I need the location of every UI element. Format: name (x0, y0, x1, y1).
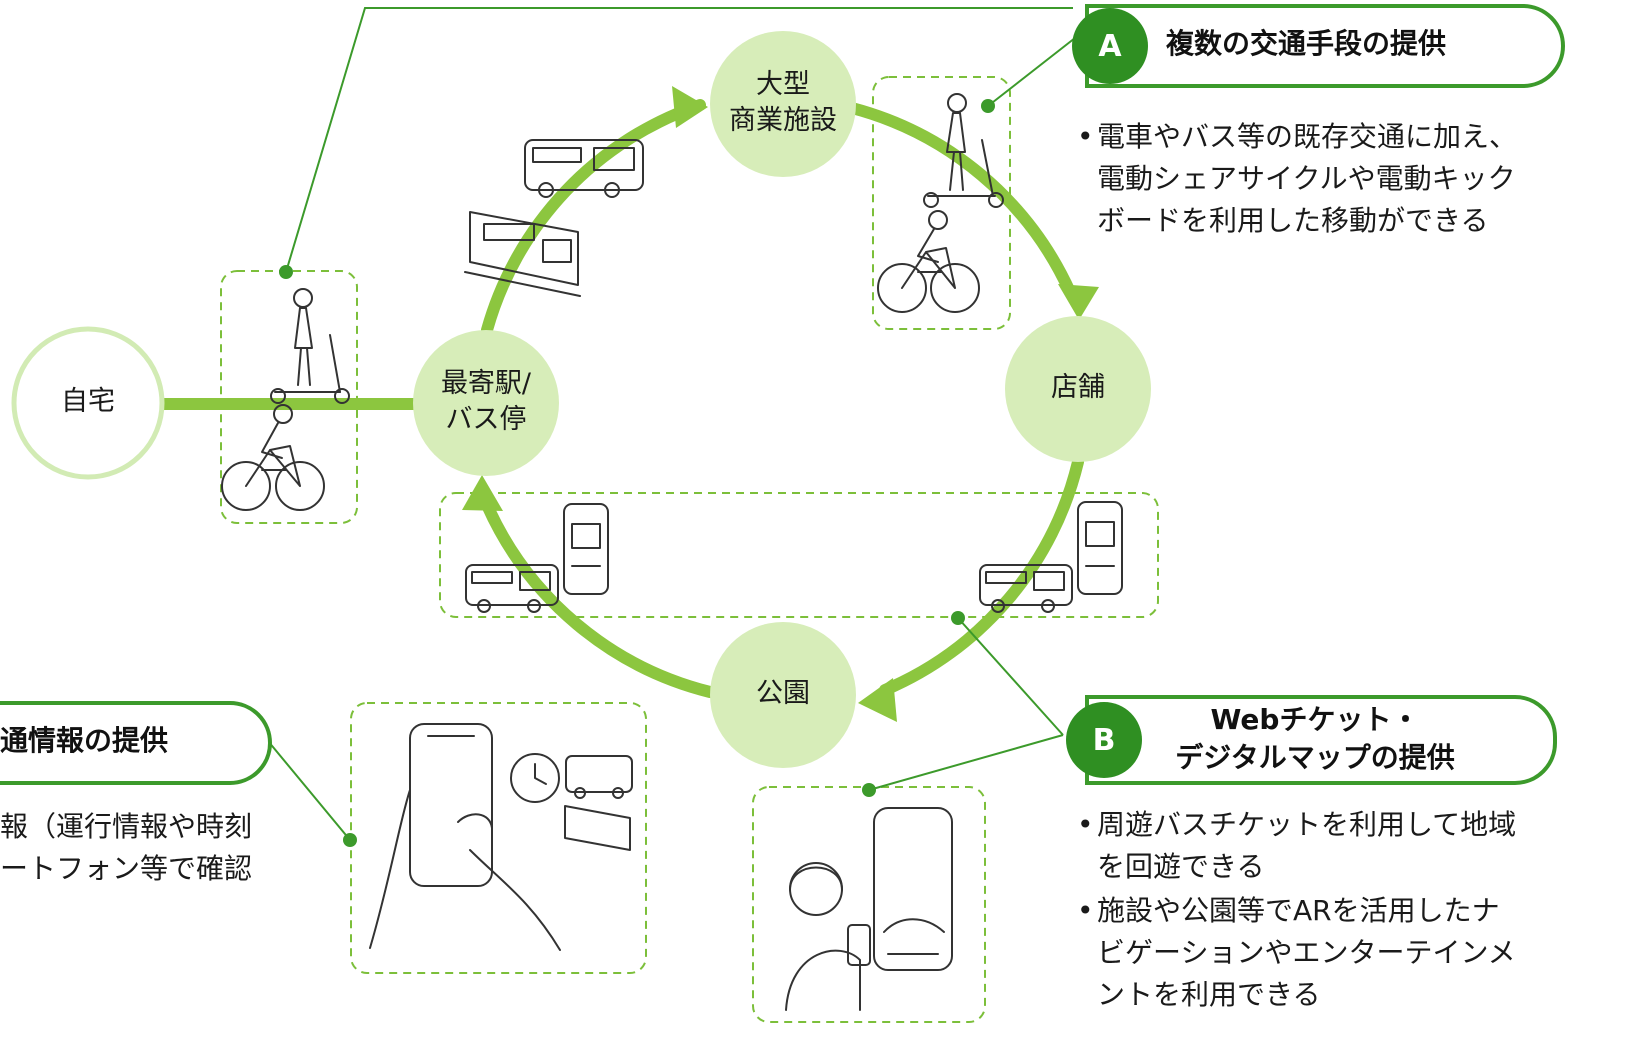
train-icon (564, 805, 631, 851)
leader-b-bus (957, 617, 1064, 736)
bus-icon (565, 755, 633, 799)
leader-a-mall (987, 37, 1076, 107)
section-b-bullet-1-line1: 周遊バスチケットを利用して地域 (1097, 808, 1517, 841)
section-c-title: 通情報の提供 (0, 724, 169, 757)
node-park-text: 公園 (756, 678, 810, 709)
scooter-icon (270, 288, 350, 404)
section-b-bullet-1-line2: を回遊できる (1097, 850, 1265, 883)
node-home-label: 自宅 (40, 384, 136, 420)
node-park-label: 公園 (723, 676, 843, 712)
dashed-box-info-phone (350, 702, 647, 974)
leader-dot-home (279, 265, 293, 279)
leader-dot-map (862, 783, 876, 797)
dashed-box-home-mobility (220, 270, 358, 524)
loop-route (481, 99, 1084, 698)
section-c-header (0, 701, 272, 785)
node-mall-line2: 商業施設 (729, 105, 837, 136)
section-b-badge: B (1066, 702, 1142, 778)
loop-arrowheads (462, 86, 1099, 722)
dashed-box-digital-map (752, 786, 986, 1023)
node-mall-line1: 大型 (756, 69, 810, 100)
node-store-text: 店舗 (1051, 372, 1105, 403)
section-c-line2: ートフォン等で確認 (0, 852, 253, 885)
section-a-bullet-1-line3: ボードを利用した移動ができる (1097, 204, 1489, 237)
arrowhead-to-park (858, 678, 897, 722)
arc-park-station (481, 499, 716, 698)
illustrations (221, 93, 1123, 1011)
section-b-title-line1: Webチケット・ (1210, 703, 1420, 736)
clock-icon (510, 753, 560, 803)
smartphone-qr-icon (1077, 501, 1123, 595)
section-a-bullets: 電車やバス等の既存交通に加え、 電動シェアサイクルや電動キック ボードを利用した… (1075, 116, 1595, 242)
leader-lines (267, 7, 1076, 841)
node-station-line1: 最寄駅/ (440, 368, 532, 399)
arc-mall-store (846, 102, 1076, 298)
node-station-circle (413, 330, 559, 476)
section-b-bullets: 周遊バスチケットを利用して地域 を回遊できる 施設や公園等でARを活用したナ ビ… (1075, 804, 1595, 1016)
node-store-circle (1005, 316, 1151, 462)
bus-icon (979, 564, 1073, 613)
bus-icon (524, 139, 644, 198)
arc-station-mall (481, 99, 706, 336)
node-park-circle (710, 622, 856, 768)
bicycle-icon (877, 210, 980, 313)
hand-phone-icon (369, 723, 561, 951)
section-a-header (1085, 4, 1565, 88)
leader-dot-info (343, 833, 357, 847)
section-c-line1: 報（運行情報や時刻 (0, 810, 253, 843)
section-b-title-line2: デジタルマップの提供 (1175, 741, 1455, 774)
scooter-icon (923, 93, 1004, 208)
leader-c (267, 740, 351, 841)
section-a-bullet-1-line1: 電車やバス等の既存交通に加え、 (1097, 120, 1518, 153)
leader-a-home (285, 7, 1073, 273)
node-home-text: 自宅 (61, 386, 115, 417)
section-b-bullet-2: 施設や公園等でARを活用したナ ビゲーションやエンターテインメ ントを利用できる (1075, 890, 1595, 1016)
leader-dot-mall (981, 99, 995, 113)
leader-b-map (868, 734, 1064, 791)
node-home-circle (11, 326, 165, 480)
section-b-bullet-2-line3: ントを利用できる (1097, 978, 1321, 1011)
section-b-badge-text: B (1092, 722, 1116, 758)
node-mall-label: 大型 商業施設 (708, 67, 858, 139)
leader-dot-bus (951, 611, 965, 625)
section-b-bullet-2-line1: 施設や公園等でARを活用したナ (1097, 894, 1500, 927)
section-c-text: 報（運行情報や時刻 ートフォン等で確認 (0, 806, 300, 890)
route-nodes (11, 326, 165, 480)
woman-phone-icon (785, 862, 871, 1011)
section-b-bullet-2-line2: ビゲーションやエンターテインメ (1097, 936, 1516, 969)
bus-icon (465, 564, 559, 613)
smartphone-map-icon (873, 807, 953, 971)
leader-dots (279, 99, 995, 847)
arrowhead-to-station (462, 475, 503, 511)
section-a-bullet-1-line2: 電動シェアサイクルや電動キック (1097, 162, 1516, 195)
node-station-label: 最寄駅/ バス停 (420, 366, 552, 438)
node-store-label: 店舗 (1018, 370, 1138, 406)
smartphone-qr-icon (563, 503, 609, 595)
route-nodes-filled (413, 31, 1151, 768)
section-a-bullet-1: 電車やバス等の既存交通に加え、 電動シェアサイクルや電動キック ボードを利用した… (1075, 116, 1595, 242)
dashed-box-bus-tickets (439, 492, 1159, 618)
section-a-title: 複数の交通手段の提供 (1166, 27, 1447, 60)
node-mall-circle (710, 31, 856, 177)
arrowhead-to-mall (672, 86, 708, 128)
arc-store-park (879, 456, 1084, 696)
section-a-badge-text: A (1098, 28, 1122, 64)
train-icon (464, 211, 581, 297)
arrowhead-to-store (1058, 284, 1099, 320)
bicycle-icon (221, 404, 325, 511)
section-b-bullet-1: 周遊バスチケットを利用して地域 を回遊できる (1075, 804, 1595, 888)
section-a-badge: A (1072, 8, 1148, 84)
section-b-title: Webチケット・ デジタルマップの提供 (1150, 701, 1480, 777)
node-station-line2: バス停 (445, 404, 527, 435)
